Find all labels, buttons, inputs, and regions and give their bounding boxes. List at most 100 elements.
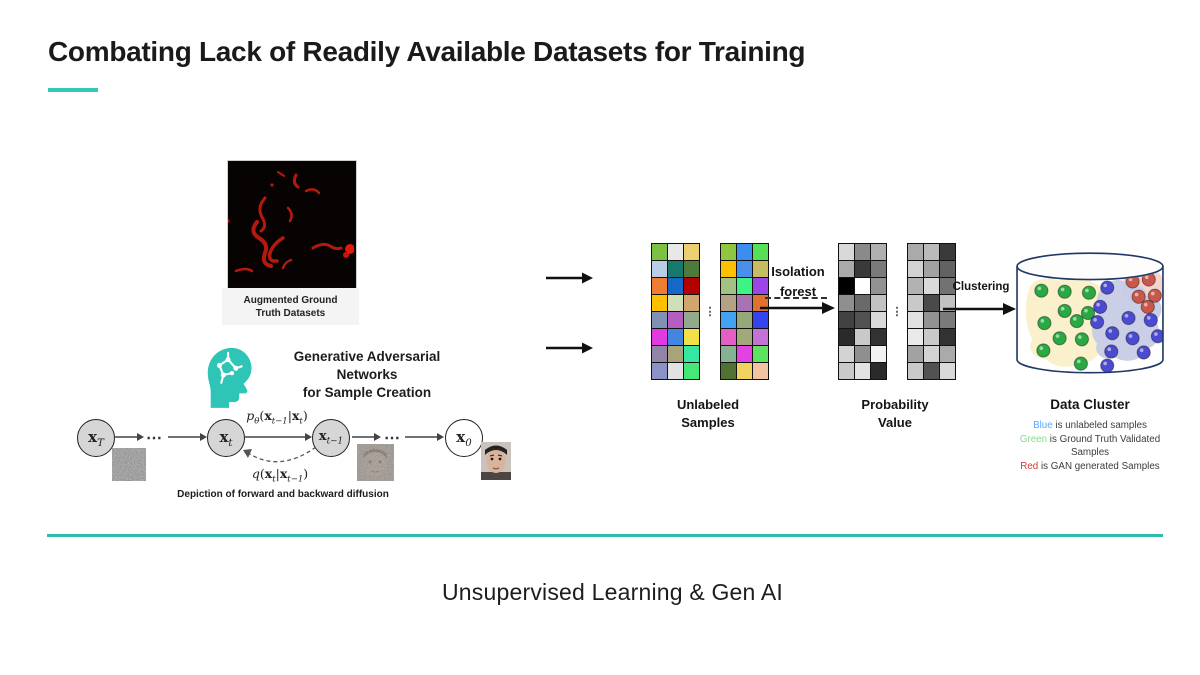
grid-cell bbox=[753, 261, 768, 277]
sample-grid-block bbox=[720, 243, 769, 380]
arrow-icon bbox=[352, 433, 381, 441]
grid-cell bbox=[855, 244, 870, 260]
forward-diffusion-label: pθ(xt−1|xt) bbox=[246, 408, 308, 427]
cluster-dot bbox=[1057, 284, 1072, 299]
grid-cell bbox=[908, 278, 923, 294]
arrow-icon bbox=[115, 433, 144, 441]
grid-cell bbox=[839, 278, 854, 294]
cluster-dot bbox=[1104, 344, 1119, 359]
probability-value-grid: ⋮ bbox=[838, 243, 956, 380]
page-title: Combating Lack of Readily Available Data… bbox=[48, 36, 806, 67]
grid-cell bbox=[668, 346, 683, 362]
grid-cell bbox=[871, 295, 886, 311]
footer-text: Unsupervised Learning & Gen AI bbox=[442, 579, 783, 605]
gan-heading: Generative Adversarial Networks for Samp… bbox=[278, 348, 456, 402]
grid-cell bbox=[839, 312, 854, 328]
legend-line: Red is GAN generated Samples bbox=[1020, 460, 1160, 472]
cluster-dot bbox=[1121, 310, 1136, 326]
grid-cell bbox=[737, 329, 752, 345]
grid-cell bbox=[908, 244, 923, 260]
noise-image bbox=[112, 448, 146, 481]
grid-cell bbox=[940, 244, 955, 260]
sample-grid-block bbox=[651, 243, 700, 380]
grid-cell bbox=[652, 261, 667, 277]
grid-cell bbox=[721, 312, 736, 328]
grid-cell bbox=[908, 346, 923, 362]
grid-cell bbox=[940, 295, 955, 311]
probability-value-label: Probability Value bbox=[861, 397, 929, 430]
grid-cell bbox=[839, 346, 854, 362]
grid-cell bbox=[924, 278, 939, 294]
grid-cell bbox=[737, 346, 752, 362]
grid-cell bbox=[652, 346, 667, 362]
legend-line: Green is Ground Truth Validated Samples bbox=[1019, 433, 1161, 459]
grid-cell bbox=[753, 363, 768, 379]
diffusion-caption: Depiction of forward and backward diffus… bbox=[177, 489, 389, 500]
grid-cell bbox=[855, 363, 870, 379]
grid-cell bbox=[924, 329, 939, 345]
cluster-dot bbox=[1136, 345, 1151, 360]
grid-gap-ellipsis: ⋮ bbox=[887, 243, 907, 380]
grid-cell bbox=[871, 346, 886, 362]
grid-cell bbox=[753, 329, 768, 345]
clustering-arrow-icon bbox=[943, 303, 1016, 315]
grid-cell bbox=[684, 244, 699, 260]
cluster-dot bbox=[1125, 331, 1140, 346]
grid-cell bbox=[940, 278, 955, 294]
grid-cell bbox=[737, 295, 752, 311]
grid-cell bbox=[668, 363, 683, 379]
diffusion-node-x0: x0 bbox=[445, 419, 483, 457]
grid-cell bbox=[721, 329, 736, 345]
grid-cell bbox=[652, 363, 667, 379]
gan-heading-line1: Generative Adversarial bbox=[293, 349, 441, 364]
grid-cell bbox=[940, 261, 955, 277]
grid-cell bbox=[652, 295, 667, 311]
cluster-dot bbox=[1081, 285, 1097, 300]
cluster-dot bbox=[1093, 299, 1108, 314]
grid-cell bbox=[908, 261, 923, 277]
grid-cell bbox=[721, 295, 736, 311]
gan-heading-line2: Networks bbox=[336, 367, 398, 382]
legend-line: Blue is unlabeled samples bbox=[1033, 420, 1147, 431]
grid-cell bbox=[908, 295, 923, 311]
cluster-dot bbox=[1105, 326, 1120, 341]
grid-cell bbox=[753, 312, 768, 328]
cluster-dot bbox=[1037, 316, 1052, 331]
grid-cell bbox=[924, 244, 939, 260]
cluster-dot bbox=[1090, 314, 1105, 330]
grid-cell bbox=[855, 346, 870, 362]
grid-cell bbox=[871, 261, 886, 277]
grid-cell bbox=[940, 329, 955, 345]
grid-cell bbox=[684, 278, 699, 294]
grid-cell bbox=[908, 363, 923, 379]
cluster-dot bbox=[1073, 356, 1088, 371]
grid-cell bbox=[940, 312, 955, 328]
cluster-dot bbox=[1052, 331, 1067, 346]
generated-face-image bbox=[481, 442, 511, 480]
grid-cell bbox=[839, 329, 854, 345]
grid-cell bbox=[924, 295, 939, 311]
sample-grid-block bbox=[907, 243, 956, 380]
legend-term: Blue bbox=[1033, 420, 1053, 431]
grid-cell bbox=[721, 346, 736, 362]
cluster-dot bbox=[1143, 312, 1158, 328]
caption-line: Truth Datasets bbox=[255, 307, 326, 319]
grid-cell bbox=[924, 346, 939, 362]
grid-cell bbox=[753, 346, 768, 362]
brain-head-icon bbox=[202, 345, 260, 409]
grid-cell bbox=[839, 261, 854, 277]
vessel-image-graphic bbox=[226, 161, 355, 286]
augmented-ground-truth-image bbox=[226, 160, 357, 289]
cluster-dot bbox=[1057, 303, 1072, 319]
node-label-x0: x0 bbox=[456, 427, 472, 449]
grid-cell bbox=[924, 261, 939, 277]
cluster-dot bbox=[1069, 313, 1084, 329]
grid-cell bbox=[737, 244, 752, 260]
grid-cell bbox=[871, 278, 886, 294]
grid-cell bbox=[684, 363, 699, 379]
grid-cell bbox=[684, 295, 699, 311]
green-sample-dots bbox=[1034, 283, 1097, 371]
legend-term: Red bbox=[1020, 460, 1039, 472]
